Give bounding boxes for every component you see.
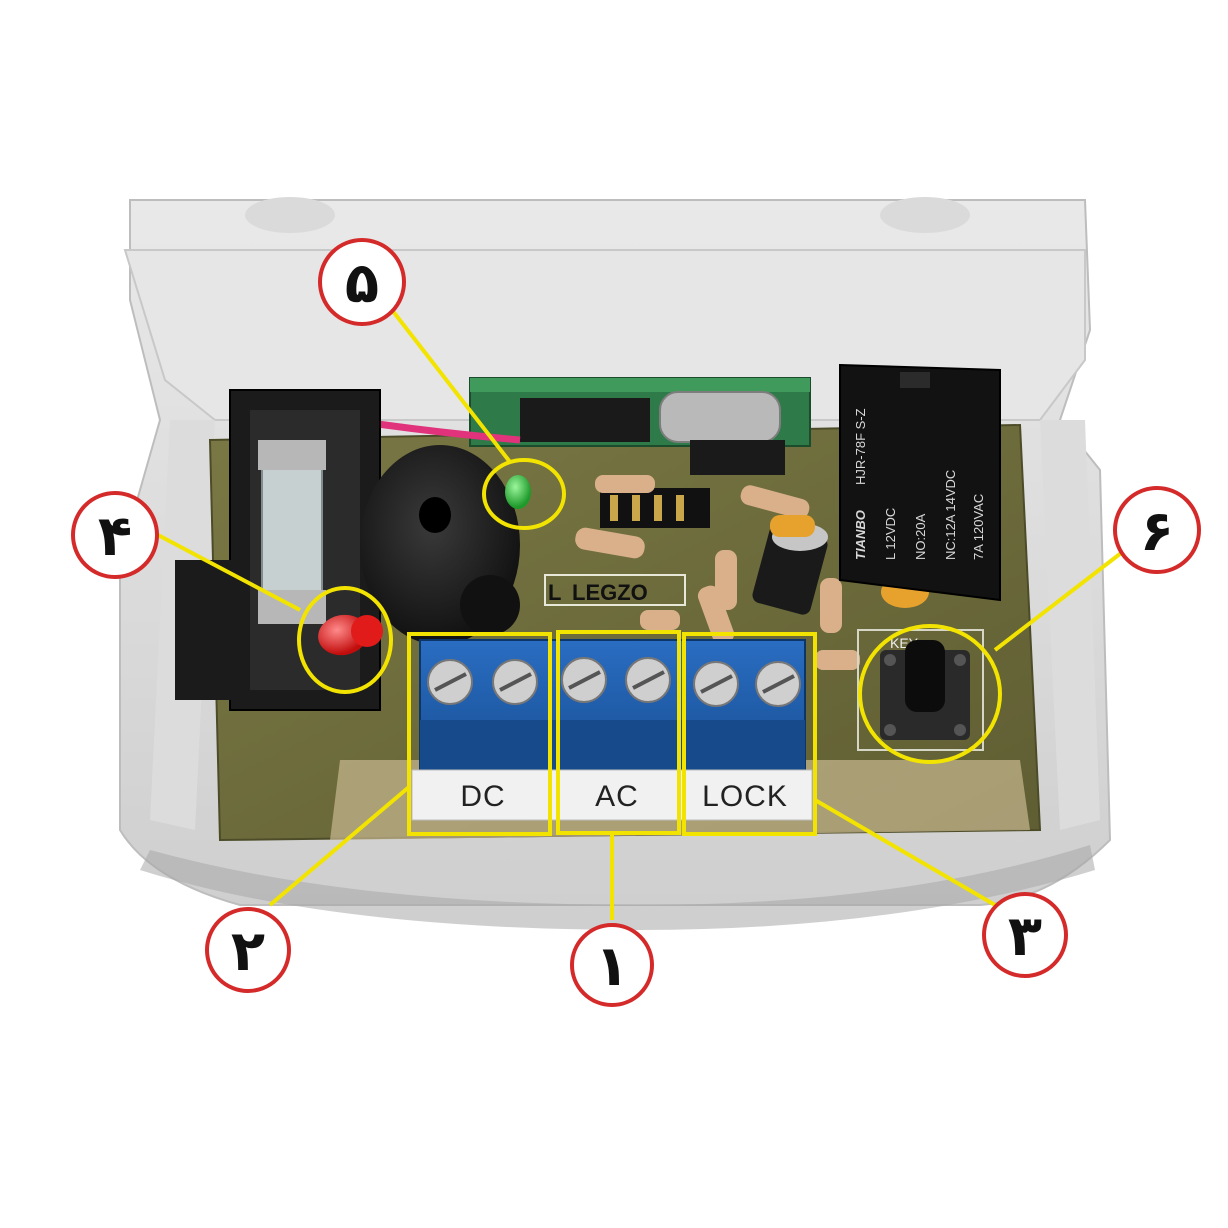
relay-rating-3: 7A 120VAC (971, 494, 986, 560)
key-button-highlight (858, 624, 1002, 764)
callout-5: ۵ (318, 238, 406, 326)
label-ac: AC (595, 780, 639, 813)
callout-2-number: ۲ (231, 919, 265, 984)
leader-line-4 (157, 533, 301, 612)
header-pins (600, 488, 710, 528)
leader-line-5 (390, 308, 512, 464)
relay-model: HJR-78F S-Z (853, 408, 868, 485)
green-led (505, 475, 531, 509)
resistors (575, 475, 860, 670)
callout-6: ۶ (1113, 486, 1201, 574)
board-brand-prefix: L (548, 580, 561, 605)
dc-terminal-highlight (407, 632, 552, 836)
terminal-screws (427, 657, 801, 707)
label-lock: LOCK (702, 780, 788, 813)
callout-6-number: ۶ (1140, 499, 1174, 564)
callout-2: ۲ (205, 907, 291, 993)
terminal-blocks (419, 639, 806, 776)
callout-3: ۳ (982, 892, 1068, 978)
capacitor (752, 515, 929, 615)
callout-3-number: ۳ (1008, 904, 1042, 969)
board-brand: LEGZO (572, 580, 648, 605)
fuse-holder (175, 389, 381, 711)
rf-receiver-module (469, 377, 811, 475)
callout-1: ۱ (570, 923, 654, 1007)
relay-rating-1: NO:20A (913, 513, 928, 560)
ac-terminal-highlight (556, 630, 681, 835)
relay: TIANBO HJR-78F S-Z L 12VDC NO:20A NC:12A… (839, 363, 1001, 602)
relay-brand: TIANBO (853, 510, 868, 560)
callout-4-number: ۴ (98, 504, 132, 569)
red-led-highlight (297, 586, 393, 694)
green-led-highlight (482, 458, 566, 530)
leader-line-6 (993, 548, 1127, 652)
callout-1-number: ۱ (595, 934, 629, 999)
callout-4: ۴ (71, 491, 159, 579)
relay-coil: L 12VDC (883, 508, 898, 560)
red-led (318, 614, 383, 656)
buzzer (360, 445, 520, 645)
leader-lines (157, 308, 1127, 920)
relay-rating-2: NC:12A 14VDC (943, 470, 958, 560)
leader-line-2 (268, 785, 411, 907)
highlight-boxes (297, 458, 1002, 836)
label-dc: DC (460, 780, 505, 813)
lock-terminal-highlight (682, 632, 817, 836)
callout-5-number: ۵ (345, 251, 379, 316)
leader-line-3 (813, 798, 997, 907)
key-push-button: KEY (857, 629, 984, 751)
terminal-label-strip: DC AC LOCK (411, 769, 813, 821)
